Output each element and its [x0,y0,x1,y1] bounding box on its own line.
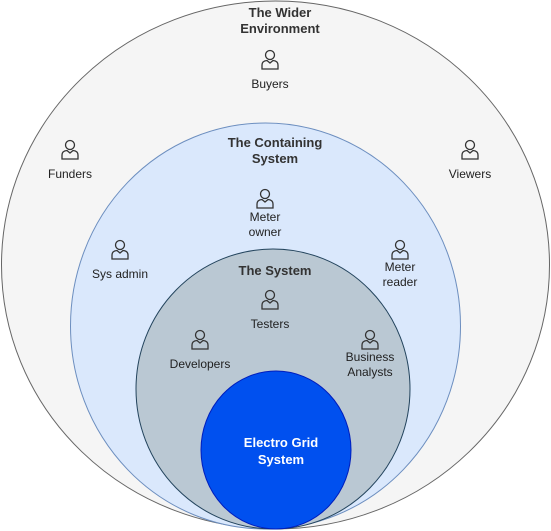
viewers-person-icon [461,139,479,160]
business-analysts-person-icon [361,329,379,350]
meter-reader-person-icon [391,239,409,260]
funders-label: Funders [47,167,93,181]
funders-person-icon [61,139,79,160]
sys-admin-person-icon [111,239,129,260]
wider-environment-title: The Wider Environment [240,5,320,36]
viewers-label: Viewers [448,167,492,181]
meter-owner-label: Meter owner [248,210,282,239]
sys-admin-label: Sys admin [91,267,149,281]
containing-system-title: The Containing System [227,135,323,166]
testers-label: Testers [250,317,290,331]
business-analysts-label: Business Analysts [345,350,395,379]
electro-grid-core-title: Electro Grid System [243,435,319,467]
buyers-person-icon [261,49,279,70]
testers-person-icon [261,289,279,310]
meter-owner-person-icon [256,188,274,209]
system-title: The System [238,263,312,278]
electro-grid-core-circle [200,370,352,530]
buyers-label: Buyers [251,77,289,91]
meter-reader-label: Meter reader [382,260,418,289]
developers-person-icon [191,329,209,350]
developers-label: Developers [169,357,231,371]
